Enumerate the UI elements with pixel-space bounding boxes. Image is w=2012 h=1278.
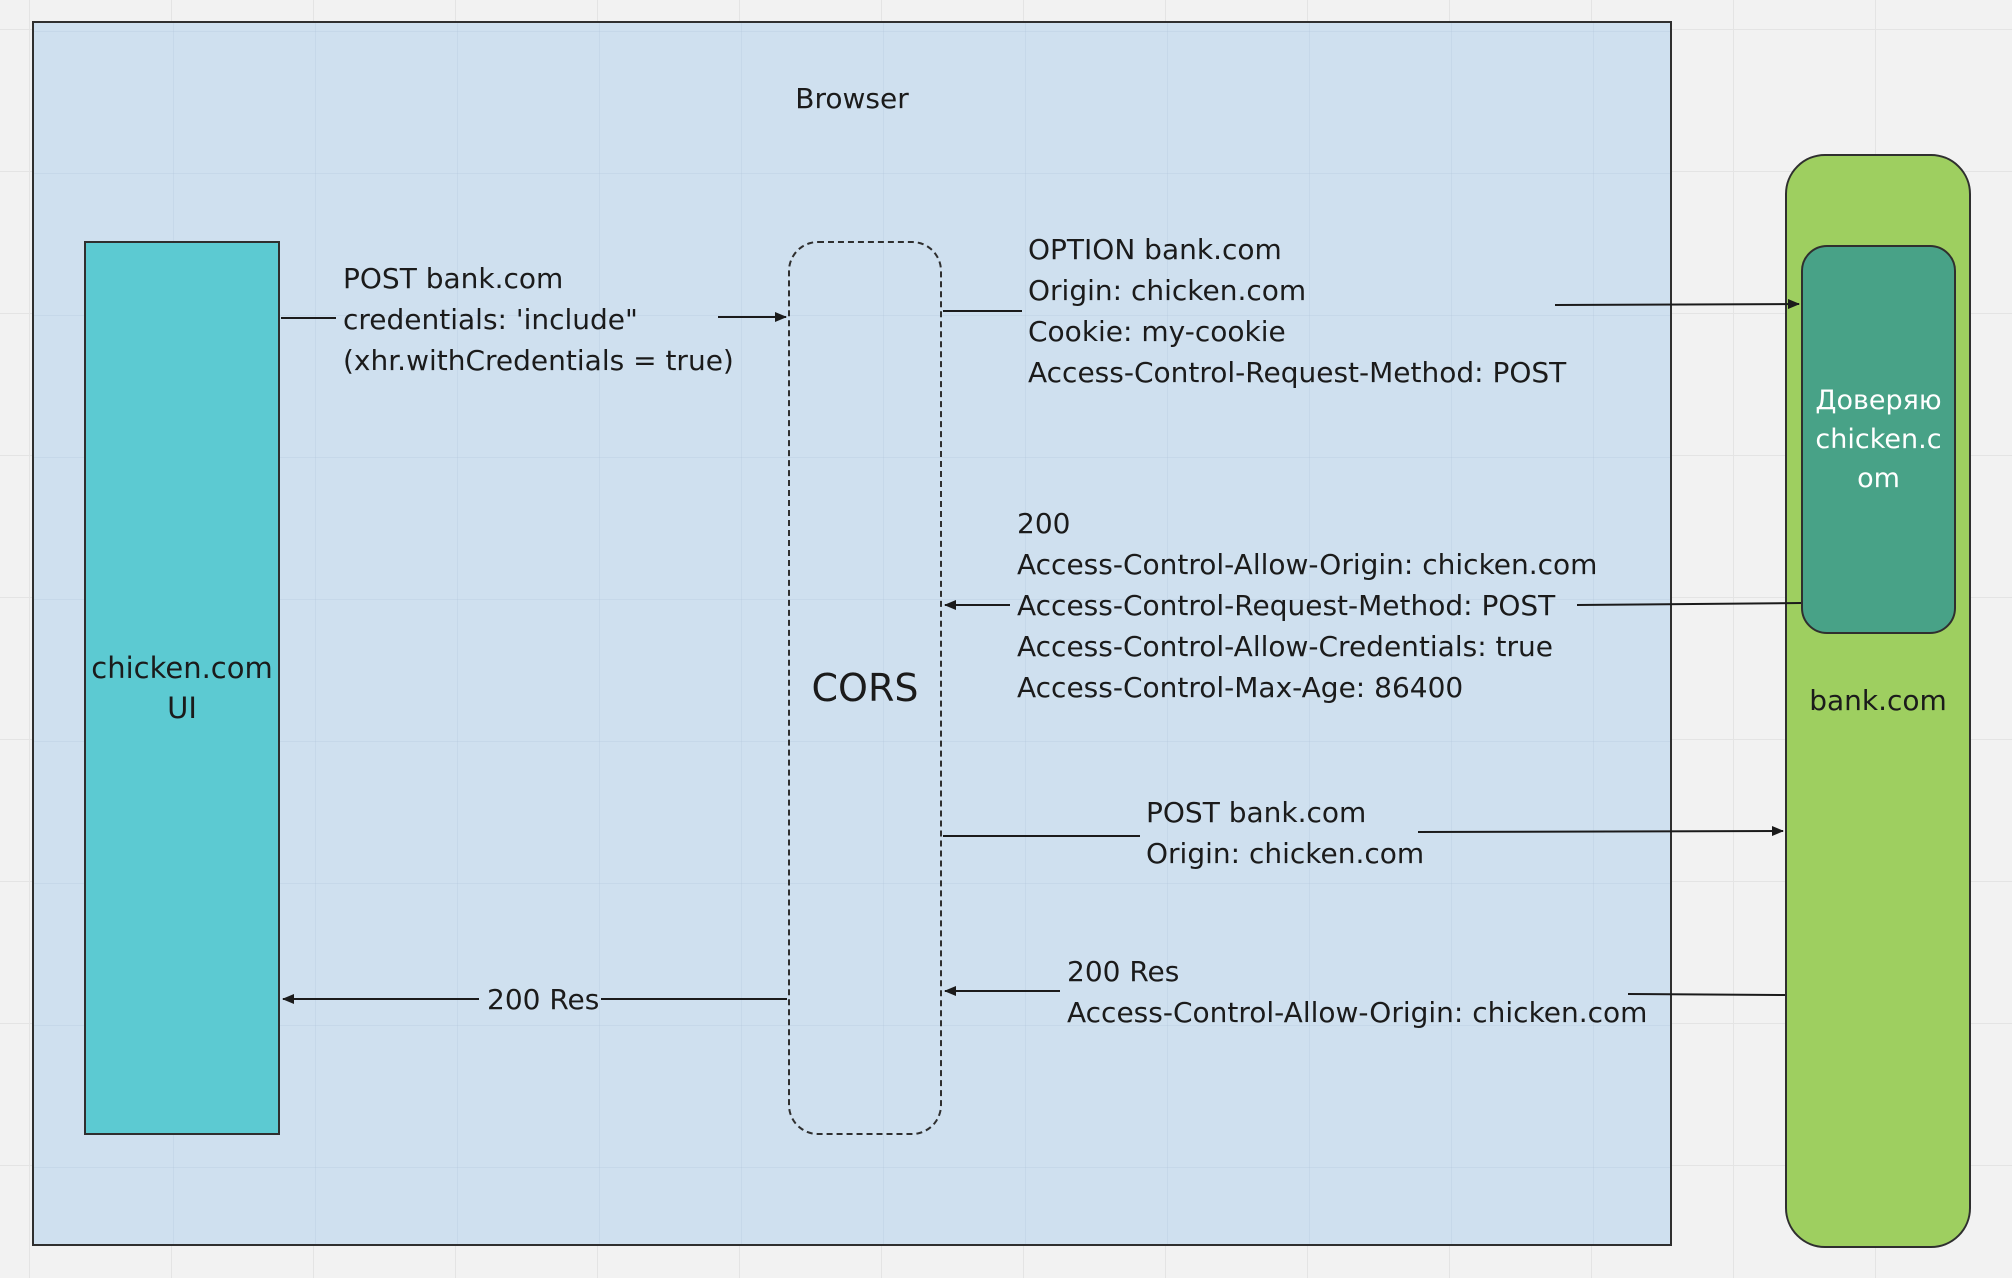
final-response-label: 200 Res bbox=[487, 983, 600, 1016]
actual-request-line: POST bank.com bbox=[1146, 796, 1367, 829]
request-line: POST bank.com bbox=[343, 262, 564, 295]
cors-box: CORS bbox=[788, 241, 942, 1135]
cors-label: CORS bbox=[811, 666, 919, 710]
actual-request-label: POST bank.com Origin: chicken.com bbox=[1146, 792, 1424, 874]
preflight-line: Origin: chicken.com bbox=[1028, 274, 1307, 307]
request-label: POST bank.com credentials: 'include" (xh… bbox=[343, 258, 734, 381]
preflight-line: Access-Control-Request-Method: POST bbox=[1028, 356, 1567, 389]
request-line: (xhr.withCredentials = true) bbox=[343, 344, 734, 377]
preflight-response-line: 200 bbox=[1017, 507, 1071, 540]
actual-request-arrow bbox=[1417, 826, 1784, 837]
bank-server-label: bank.com bbox=[1809, 684, 1947, 717]
preflight-response-line: Access-Control-Allow-Origin: chicken.com bbox=[1017, 548, 1598, 581]
actual-response-line: Access-Control-Allow-Origin: chicken.com bbox=[1067, 996, 1648, 1029]
preflight-response-connector-right bbox=[1576, 602, 1802, 606]
browser-title: Browser bbox=[795, 82, 909, 115]
preflight-response-label: 200 Access-Control-Allow-Origin: chicken… bbox=[1017, 503, 1597, 708]
actual-response-label: 200 Res Access-Control-Allow-Origin: chi… bbox=[1067, 951, 1647, 1033]
actual-request-line: Origin: chicken.com bbox=[1146, 837, 1425, 870]
request-line: credentials: 'include" bbox=[343, 303, 638, 336]
browser-frame bbox=[32, 21, 1672, 1246]
client-ui-box: chicken.com UI bbox=[84, 241, 280, 1135]
preflight-response-line: Access-Control-Request-Method: POST bbox=[1017, 589, 1556, 622]
preflight-arrow bbox=[1554, 299, 1800, 310]
trust-label: Доверяю chicken.com bbox=[1815, 385, 1942, 494]
actual-response-line: 200 Res bbox=[1067, 955, 1180, 988]
preflight-label: OPTION bank.com Origin: chicken.com Cook… bbox=[1028, 229, 1566, 393]
client-ui-label: chicken.com UI bbox=[91, 651, 273, 725]
preflight-line: Cookie: my-cookie bbox=[1028, 315, 1286, 348]
actual-response-connector-right bbox=[1627, 993, 1786, 996]
trust-box: Доверяю chicken.com bbox=[1801, 245, 1956, 634]
preflight-line: OPTION bank.com bbox=[1028, 233, 1282, 266]
preflight-response-line: Access-Control-Max-Age: 86400 bbox=[1017, 671, 1464, 704]
preflight-response-line: Access-Control-Allow-Credentials: true bbox=[1017, 630, 1554, 663]
